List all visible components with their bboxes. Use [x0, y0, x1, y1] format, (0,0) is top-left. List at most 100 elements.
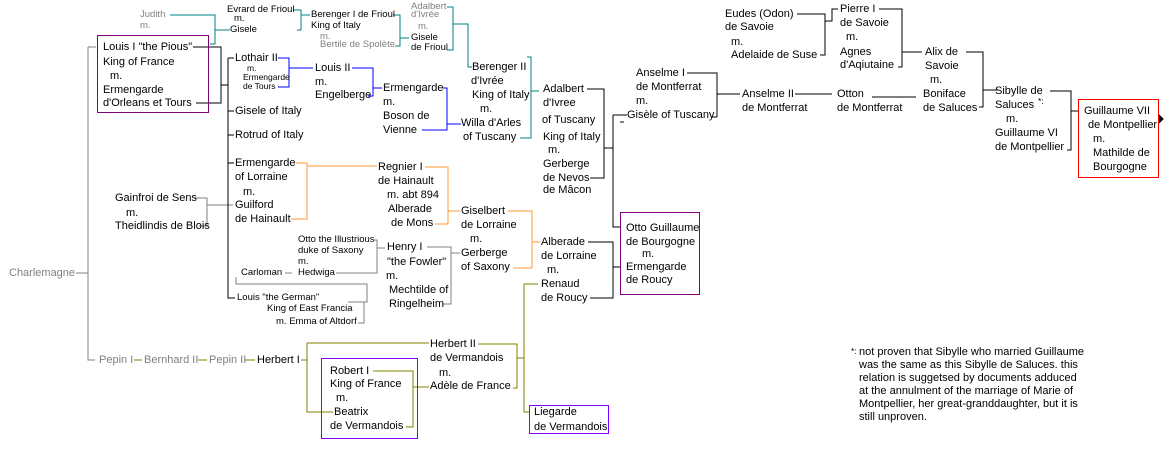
person-label-adalbert-ivree: Gisele [411, 32, 438, 43]
person-label-alix: Alix de [925, 46, 959, 58]
person-label-rotrud: Rotrud of Italy [235, 129, 304, 141]
person-label-otton: Otton [837, 88, 864, 100]
person-label-liegarde: de Vermandois [534, 421, 608, 433]
person-label-louis1: d'Orleans et Tours [103, 97, 192, 109]
footnote-line: still unproven. [859, 411, 927, 423]
person-label-otton: de Montferrat [837, 102, 903, 114]
person-label-alberade: Renaud [541, 278, 580, 290]
person-label-pierre: m. [846, 31, 859, 43]
person-label-adalbert-ivree: m. [418, 21, 429, 32]
person-label-louis-german: King of East Francia [267, 303, 353, 314]
person-label-herbert2: de Vermandois [430, 352, 504, 364]
person-label-otto-guillaume: m. [642, 248, 655, 260]
person-label-robert: Robert I [330, 365, 370, 377]
person-label-lothair: Lothair II [235, 52, 278, 64]
person-label-giselbert: de Lorraine [461, 219, 517, 231]
person-label-giselbert: of Saxony [461, 261, 510, 273]
person-label-louis1: Louis I "the Pious" [103, 41, 193, 53]
person-label-henry: Ringelheim [389, 298, 445, 310]
person-label-adalbert-tuscany: Adalbert [543, 83, 584, 95]
person-label-louis2: Louis II [315, 62, 351, 74]
orange-connectors [291, 162, 540, 269]
person-label-ermengarde-boson: Vienne [383, 124, 418, 136]
person-label-alix: Boniface [923, 88, 966, 100]
person-label-eudes: Adelaide de Suse [731, 49, 818, 61]
person-label-ermengarde-lorraine: Guilford [235, 199, 274, 211]
person-label-guillaume: m. [1093, 133, 1106, 145]
person-label-adalbert-tuscany: de Mâcon [543, 184, 592, 196]
person-label-gainfroi: m. [126, 207, 139, 219]
person-label-alberade: de Lorraine [541, 250, 597, 262]
footnote-reference-marker: *: [1038, 96, 1044, 106]
person-label-louis-german: Louis "the German" [237, 292, 320, 303]
footnote-line: Montpellier, her great-granddaughter, bu… [859, 398, 1078, 410]
teal-connectors [170, 6, 539, 139]
person-label-bernhard: Bernhard II [144, 354, 199, 366]
footnote-line: was the same as this Sibylle de Saluces.… [859, 359, 1078, 371]
person-label-anselme1: m. [636, 95, 649, 107]
person-label-sibylle: m. [1006, 113, 1019, 125]
otto-guillaume-highlight-box [620, 212, 700, 295]
person-label-sibylle: Saluces [995, 99, 1035, 111]
person-label-ermengarde-lorraine: of Lorraine [235, 171, 288, 183]
person-label-anselme1: Gisèle of Tuscany [627, 109, 715, 121]
person-label-berenger1: King of Italy [311, 20, 361, 31]
person-label-robert: Beatrix [334, 406, 369, 418]
person-label-gainfroi: Theidlindis de Blois [115, 220, 210, 232]
person-label-adalbert-tuscany: of Tuscany [542, 114, 596, 126]
person-label-carloman: Carloman [241, 267, 283, 278]
gray-connectors [76, 46, 460, 361]
person-label-otto-guillaume: Otto Guillaume [626, 222, 700, 234]
person-label-sibylle: Guillaume VI [995, 127, 1058, 139]
person-label-henry: Henry I [387, 241, 423, 253]
person-label-berenger2: m. [480, 103, 493, 115]
person-label-alix: de Saluces [923, 102, 978, 114]
person-label-anselme1: Anselme I [636, 67, 685, 79]
person-label-eudes: Eudes (Odon) [725, 8, 794, 20]
person-label-regnier: de Mons [391, 217, 434, 229]
person-label-berenger1: Berenger I de Frioul [311, 9, 395, 20]
person-label-adalbert-tuscany: m. [548, 144, 561, 156]
person-label-guillaume: Bourgogne [1093, 161, 1147, 173]
person-label-pierre: d'Aqiutaine [840, 59, 895, 71]
person-label-alberade: m. [547, 264, 560, 276]
person-label-adalbert-ivree: Adalbert [411, 1, 447, 12]
person-label-otto-illustrious: m. [298, 256, 309, 267]
person-label-pierre: de Savoie [840, 17, 889, 29]
person-label-henry: m. [386, 270, 399, 282]
olive-connectors [134, 283, 538, 428]
blue-connectors [278, 57, 461, 131]
person-label-ermengarde-lorraine: m. [243, 186, 256, 198]
person-label-evrard: Evrard de Frioul [227, 4, 295, 15]
person-label-judith: Judith [140, 9, 166, 20]
person-label-louis-german: m. Emma of Altdorf [276, 316, 357, 327]
person-label-henry: Mechtilde of [389, 284, 449, 296]
person-label-robert: m. [336, 392, 349, 404]
person-label-guillaume: Guillaume VII [1084, 105, 1151, 117]
person-label-adalbert-ivree: de Frioul [411, 42, 448, 53]
person-label-robert: King of France [330, 378, 402, 390]
person-label-berenger2: King of Italy [472, 89, 530, 101]
person-label-herbert2: Adèle de France [430, 380, 511, 392]
person-label-sibylle: de Montpellier [995, 141, 1065, 153]
footnote-line: not proven that Sibylle who married Guil… [859, 346, 1085, 358]
person-label-berenger2: of Tuscany [463, 131, 517, 143]
person-label-otto-guillaume: Ermengarde [626, 261, 687, 273]
person-label-pepin2: Pepin II [209, 354, 247, 366]
person-label-berenger2: Berenger II [472, 61, 527, 73]
person-label-eudes: m. [731, 36, 744, 48]
person-label-guillaume: de Montpellier [1088, 119, 1158, 131]
person-label-adalbert-tuscany: King of Italy [543, 131, 601, 143]
person-label-ermengarde-boson: m. [383, 96, 396, 108]
person-label-louis1: King of France [103, 56, 175, 68]
footnote-marker: *: [851, 346, 857, 356]
person-label-adalbert-tuscany: d'Ivree [543, 97, 576, 109]
black-connectors [193, 8, 1164, 299]
person-label-lothair: de Tours [243, 81, 276, 91]
person-label-guillaume: Mathilde de [1093, 147, 1150, 159]
person-label-giselbert: m. [470, 233, 483, 245]
person-label-anselme1: de Montferrat [636, 81, 702, 93]
person-label-ermengarde-boson: Ermengarde [383, 82, 444, 94]
person-label-louis2: Engelberge [315, 89, 372, 101]
